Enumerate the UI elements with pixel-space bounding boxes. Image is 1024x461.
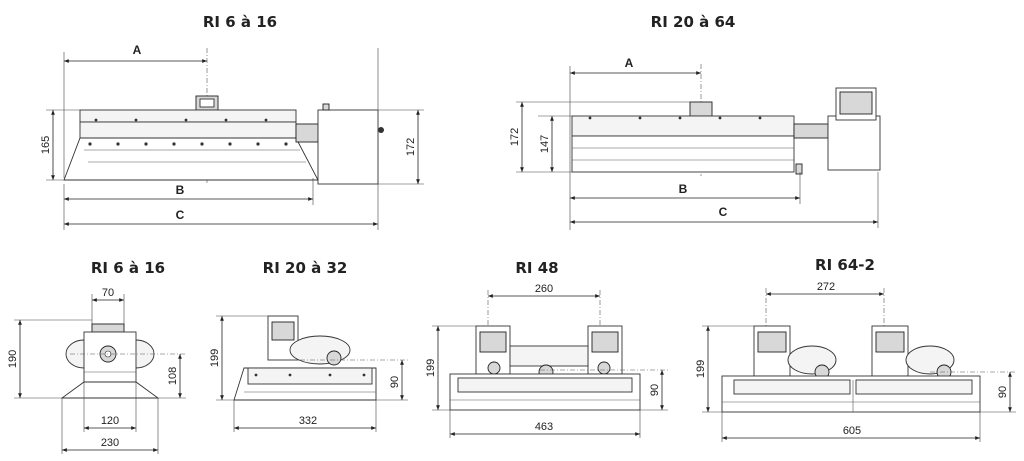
dim-C-top-right: C xyxy=(719,205,728,219)
dim-172-top-left: 172 xyxy=(405,138,417,156)
dim-260: 260 xyxy=(535,283,553,295)
dim-A-top-right: A xyxy=(625,56,634,70)
drawing-bottom-4: RI 64-2 272 199 90 605 xyxy=(695,256,1016,442)
dim-230: 230 xyxy=(101,437,119,449)
dim-108: 108 xyxy=(167,367,179,385)
dim-90-b3: 90 xyxy=(649,384,661,396)
dim-90-b2: 90 xyxy=(389,376,401,388)
dim-147-top-right: 147 xyxy=(539,135,551,153)
title-bottom-1: RI 6 à 16 xyxy=(91,259,165,277)
drawing-bottom-3: RI 48 260 199 90 463 xyxy=(425,259,668,438)
dim-B-top-right: B xyxy=(679,182,688,196)
title-bottom-3: RI 48 xyxy=(515,259,558,277)
dim-332: 332 xyxy=(299,415,317,427)
title-bottom-2: RI 20 à 32 xyxy=(263,259,348,277)
dim-90-b4: 90 xyxy=(997,386,1009,398)
dim-C-top-left: C xyxy=(176,208,185,222)
dim-B-top-left: B xyxy=(176,183,185,197)
dim-272: 272 xyxy=(817,281,835,293)
dim-199-b2: 199 xyxy=(209,349,221,367)
dim-605: 605 xyxy=(843,425,861,437)
dim-199-b4: 199 xyxy=(695,360,707,378)
dim-190: 190 xyxy=(7,350,19,368)
dim-120: 120 xyxy=(101,415,119,427)
drawing-bottom-2: RI 20 à 32 199 90 332 xyxy=(209,259,408,432)
title-bottom-4: RI 64-2 xyxy=(815,256,875,274)
dim-199-b3: 199 xyxy=(425,359,437,377)
drawing-bottom-1: RI 6 à 16 70 190 108 120 230 xyxy=(7,259,186,454)
dim-463: 463 xyxy=(535,421,553,433)
title-top-right: RI 20 à 64 xyxy=(651,13,736,31)
drawing-top-left: RI 6 à 16 A B C 165 xyxy=(40,13,424,230)
dim-172-top-right: 172 xyxy=(509,128,521,146)
dim-70: 70 xyxy=(102,287,114,299)
title-top-left: RI 6 à 16 xyxy=(203,13,277,31)
dim-165-top-left: 165 xyxy=(40,136,52,154)
drawing-top-right: RI 20 à 64 A B C 172 147 xyxy=(509,13,881,230)
dim-A-top-left: A xyxy=(133,43,142,57)
